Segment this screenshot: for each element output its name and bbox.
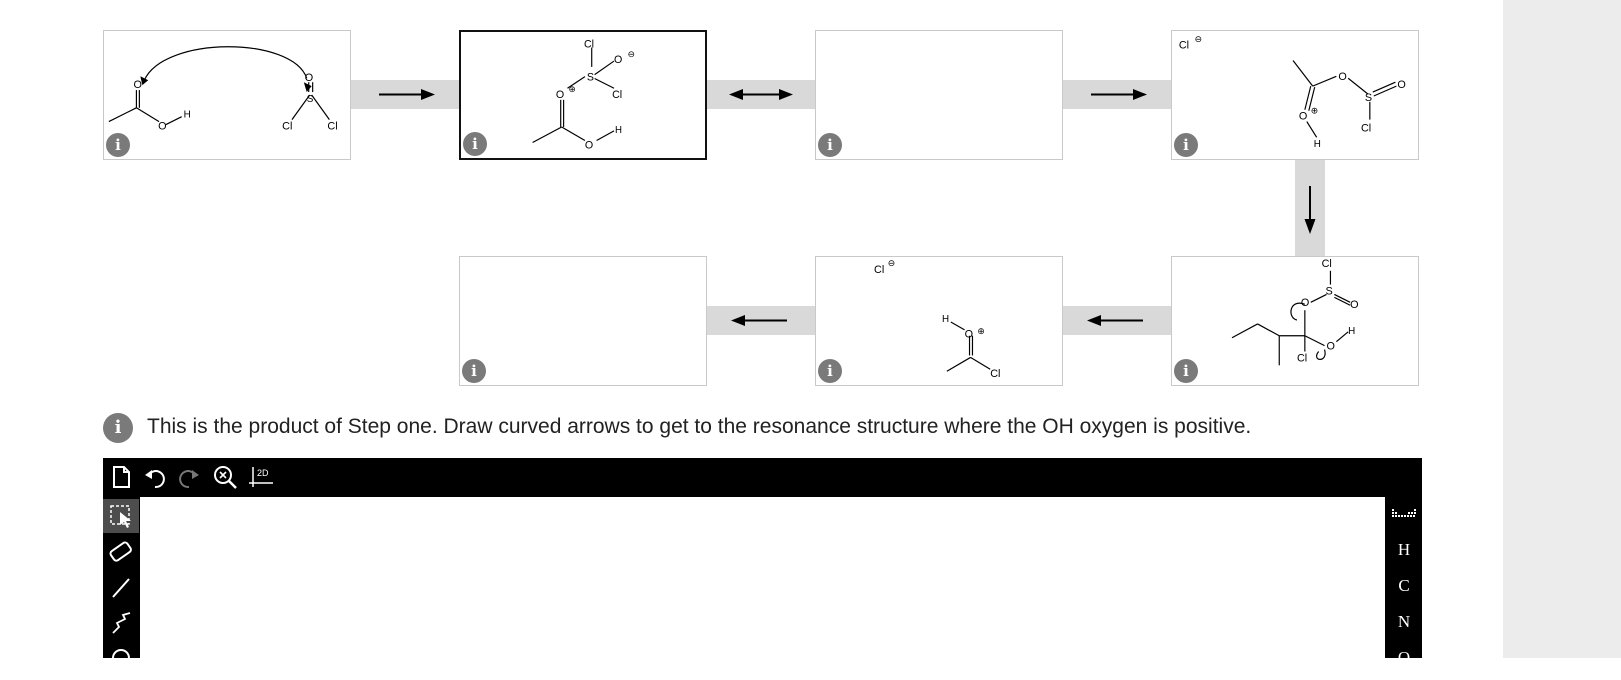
atom-Cl: Cl: [612, 89, 622, 101]
step-panel-2[interactable]: Cl O ⊖ S Cl O ⊕ O H i: [459, 30, 707, 160]
atom-S: S: [307, 94, 314, 105]
atom-Cl: Cl: [874, 264, 884, 276]
atom-O: O: [585, 139, 593, 151]
info-icon[interactable]: i: [1174, 359, 1198, 383]
minus-charge-icon: ⊖: [888, 258, 895, 268]
new-document-icon[interactable]: [107, 463, 135, 491]
info-icon[interactable]: i: [462, 359, 486, 383]
info-icon[interactable]: i: [818, 133, 842, 157]
plus-charge-icon: ⊕: [1311, 106, 1318, 116]
atom-O: O: [1397, 79, 1405, 91]
info-icon[interactable]: i: [818, 359, 842, 383]
atom-Cl: Cl: [1322, 258, 1332, 270]
element-N-button[interactable]: N: [1397, 612, 1411, 631]
undo-icon[interactable]: [141, 463, 169, 491]
right-gutter: [1503, 0, 1621, 658]
connector-2-3: [707, 80, 815, 109]
step-panel-5[interactable]: Cl S O O O H Cl i: [1171, 256, 1419, 386]
atom-O: O: [305, 72, 313, 84]
atom-Cl: Cl: [584, 39, 594, 51]
periodic-table-icon[interactable]: [1386, 497, 1422, 531]
atom-H: H: [615, 125, 622, 136]
atom-Cl: Cl: [1179, 40, 1189, 52]
select-icon[interactable]: [103, 499, 139, 533]
instruction-text: This is the product of Step one. Draw cu…: [147, 415, 1252, 438]
molecule-drawing: Cl ⊖ H O ⊕ Cl: [874, 258, 1000, 380]
2d-clean-icon[interactable]: 2D: [247, 463, 279, 491]
atom-S: S: [587, 71, 594, 83]
atom-H: H: [1314, 139, 1321, 150]
plus-charge-icon: ⊕: [568, 84, 575, 94]
info-icon[interactable]: i: [1174, 133, 1198, 157]
element-C-button[interactable]: C: [1398, 576, 1410, 595]
atom-H: H: [1348, 326, 1355, 337]
atom-S: S: [1365, 92, 1372, 104]
zoom-clear-icon[interactable]: [211, 463, 239, 491]
atom-O: O: [133, 79, 141, 91]
connector-5-6: [1063, 306, 1171, 335]
2d-label: 2D: [257, 468, 269, 478]
atom-O: O: [1299, 111, 1307, 123]
connector-1-2: [351, 80, 459, 109]
redo-icon[interactable]: [175, 463, 203, 491]
info-icon: i: [103, 413, 133, 443]
element-H-button[interactable]: H: [1397, 540, 1411, 559]
editor-toolbar: 2D: [103, 458, 1422, 496]
atom-O: O: [1327, 341, 1335, 353]
atom-O: O: [965, 329, 973, 341]
atom-H: H: [184, 110, 191, 121]
minus-charge-icon: ⊖: [628, 49, 635, 59]
single-bond-icon[interactable]: [103, 571, 139, 605]
chain-icon[interactable]: [103, 607, 139, 641]
ring-icon[interactable]: [103, 641, 139, 675]
left-arrow-icon: [731, 315, 787, 326]
connector-4-5: [1295, 160, 1325, 258]
molecule-drawing: Cl ⊖ O S O Cl O ⊕ H: [1179, 34, 1406, 150]
atom-O: O: [1301, 297, 1309, 309]
connector-6-7: [707, 306, 815, 335]
left-arrow-icon: [1087, 315, 1143, 326]
atom-O: O: [614, 54, 622, 66]
atom-H: H: [942, 314, 949, 325]
plus-charge-icon: ⊕: [977, 326, 984, 336]
atom-O: O: [1338, 71, 1346, 83]
instruction-message: i This is the product of Step one. Draw …: [103, 411, 1423, 443]
drawing-canvas[interactable]: [140, 497, 1385, 658]
step-panel-6[interactable]: Cl ⊖ H O ⊕ Cl i: [815, 256, 1063, 386]
element-O-button[interactable]: O: [1397, 648, 1411, 667]
connector-3-4: [1063, 80, 1171, 109]
eraser-icon[interactable]: [103, 535, 139, 569]
right-arrow-icon: [1091, 89, 1147, 100]
atom-S: S: [1326, 285, 1333, 297]
atom-O: O: [556, 89, 564, 101]
resonance-arrow-icon: [729, 89, 793, 100]
atom-Cl: Cl: [327, 120, 337, 132]
down-arrow-icon: [1304, 186, 1316, 234]
minus-charge-icon: ⊖: [1195, 34, 1202, 44]
atom-Cl: Cl: [1361, 122, 1371, 134]
molecule-editor: 2D H C N: [103, 458, 1422, 667]
atom-O: O: [158, 120, 166, 132]
info-icon[interactable]: i: [106, 133, 130, 157]
step-panel-7[interactable]: i: [459, 256, 707, 386]
step-panel-1[interactable]: O O H O S Cl Cl i: [103, 30, 351, 160]
atom-Cl: Cl: [990, 368, 1000, 380]
molecule-drawing: Cl S O O O H Cl: [1231, 258, 1359, 366]
atom-Cl: Cl: [1297, 352, 1307, 364]
step-panel-4[interactable]: Cl ⊖ O S O Cl O ⊕ H i: [1171, 30, 1419, 160]
molecule-drawing: O O H O S Cl Cl: [108, 46, 338, 132]
atom-Cl: Cl: [282, 120, 292, 132]
atom-O: O: [1350, 299, 1358, 311]
molecule-drawing: Cl O ⊖ S Cl O ⊕ O H: [532, 39, 635, 151]
info-icon[interactable]: i: [463, 132, 487, 156]
step-panel-3[interactable]: i: [815, 30, 1063, 160]
right-arrow-icon: [379, 89, 435, 100]
